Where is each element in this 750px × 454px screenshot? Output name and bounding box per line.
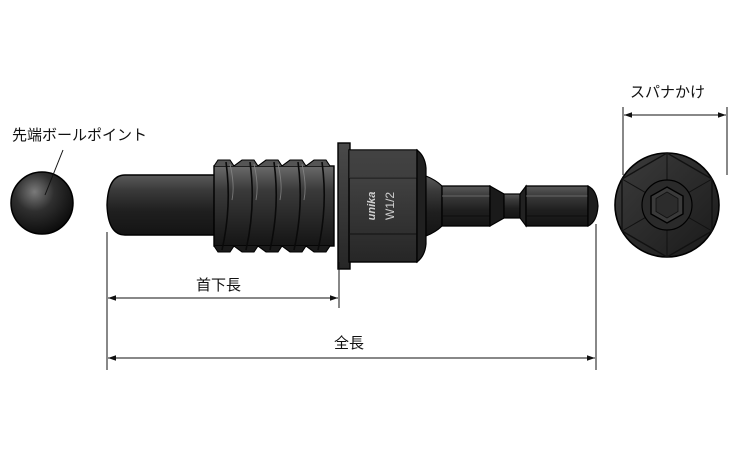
wrench-flats-dimension <box>622 107 728 175</box>
hex-bit-shank <box>441 184 599 228</box>
engraving-brand: unika <box>366 192 378 221</box>
engraving-size: W1/2 <box>383 192 397 220</box>
neck <box>425 175 443 237</box>
wrench-flats-label: スパナかけ <box>630 83 706 101</box>
ball-point-label: 先端ボールポイント <box>12 126 148 144</box>
neck-length-dimension <box>106 232 340 370</box>
tool-body <box>106 142 599 270</box>
hex-nut <box>348 148 427 264</box>
flange <box>337 142 351 270</box>
engraving: unika W1/2 <box>366 192 397 221</box>
neck-length-label: 首下長 <box>196 276 242 294</box>
ball-point <box>10 149 74 235</box>
shank <box>106 174 217 236</box>
end-view <box>614 152 720 258</box>
total-length-label: 全長 <box>334 334 365 352</box>
total-length-dimension <box>108 224 597 370</box>
ball-leader-line <box>44 149 64 196</box>
threaded-section <box>213 159 335 253</box>
